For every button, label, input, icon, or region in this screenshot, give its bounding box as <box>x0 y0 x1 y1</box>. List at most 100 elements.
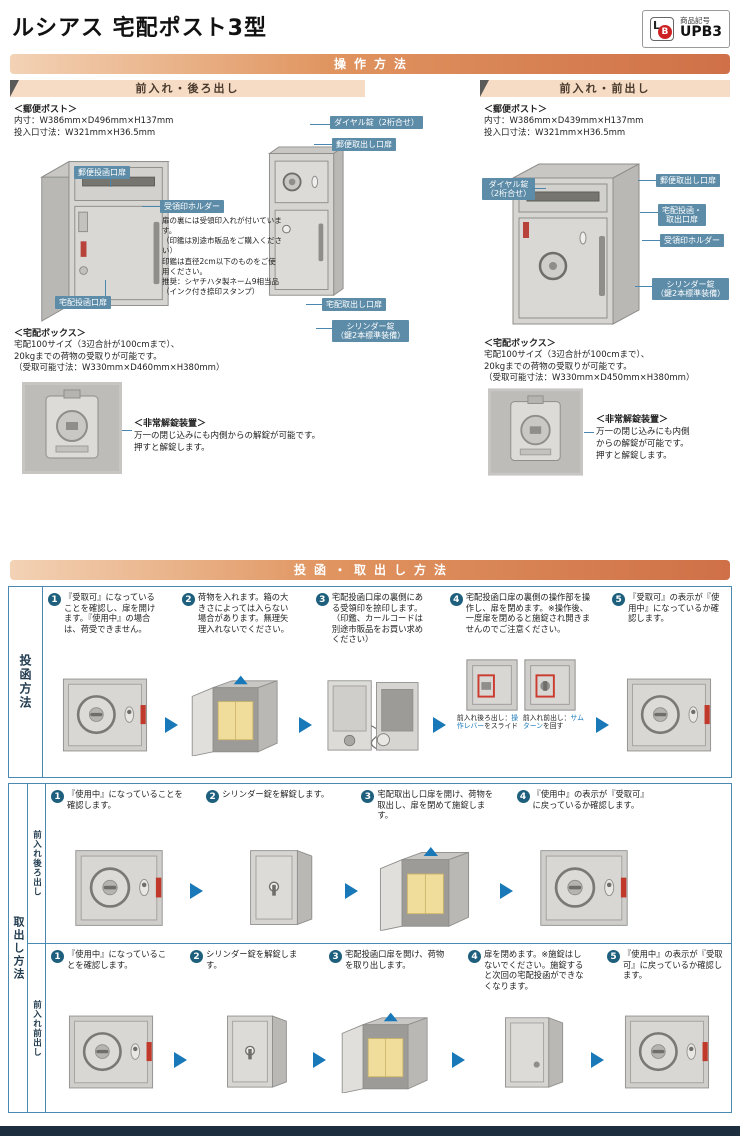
illustration-dial-panel <box>615 1010 719 1094</box>
illustration-dial-panel <box>59 1010 163 1094</box>
illustration-operation-parts <box>458 656 584 714</box>
cylinder-label-line2: （鍵2本標準装備） <box>656 289 726 299</box>
callout-mail-takeout-door: 郵便取出し口扉 <box>332 138 396 151</box>
leader-line <box>310 124 330 125</box>
arrow-right-icon <box>173 1052 187 1068</box>
leader-line <box>532 188 546 189</box>
leader-line <box>584 432 594 433</box>
row-spacer <box>654 789 728 939</box>
mail-post-inner-size: 内寸：W386mm×D439mm×H137mm <box>484 116 644 127</box>
callout-parcel-drop-takeout-door: 宅配投函・ 取出口扉 <box>658 204 706 227</box>
emergency-unlock-note: ＜非常解錠装置＞ 万一の閉じ込みにも内側からの解錠が可能です。 押すと解錠します… <box>134 418 320 455</box>
section-banner-operation: 操作方法 <box>10 54 730 74</box>
step-text: 『受取可』の表示が『使用中』になっているか確認します。 <box>628 592 720 624</box>
parcel-box-spec-line: （受取可能寸法：W330mm×D450mm×H380mm） <box>484 373 695 384</box>
step-text: シリンダー錠を解錠します。 <box>222 789 330 799</box>
emergency-heading: ＜非常解錠装置＞ <box>134 419 207 429</box>
arrow-right-icon <box>451 1052 465 1068</box>
parcel-box-spec: ＜宅配ボックス＞ 宅配100サイズ（3辺合計が100cmまで）、 20kgまでの… <box>484 338 694 385</box>
emergency-line: 万一の閉じ込みにも内側からの解錠が可能です。 <box>134 430 321 441</box>
takeout-rear-row: 前入れ後ろ出し 1 『使用中』になっていることを確認します。 <box>28 784 731 944</box>
sub-label-front-out: 前入れ前出し <box>28 944 46 1112</box>
parcel-door-line2: 取出口扉 <box>666 215 698 225</box>
parcel-box-spec-line: 20kgまでの荷物の受取りが可能です。 <box>484 361 632 372</box>
operation-parts-detail: 前入れ後ろ出し：操作レバーをスライド 前入れ前出し：サムターンを回す <box>450 654 592 731</box>
step-3: 3 宅配取出し口扉を開け、荷物を取出し、扉を閉めて施錠します。 <box>359 789 498 939</box>
column-header-front-out: 前入れ・前出し <box>480 80 730 97</box>
step-text: 『使用中』になっていることを確認します。 <box>67 789 183 810</box>
step-2: 2 荷物を入れます。箱の大きさによっては入らない場合があります。無理矢理入れない… <box>180 592 298 773</box>
step-text: シリンダー錠を解錠します。 <box>206 949 298 970</box>
leader-line <box>314 144 332 145</box>
step-2: 2 シリンダー錠を解錠します。 <box>188 949 311 1108</box>
step-text: 宅配取出し口扉を開け、荷物を取出し、扉を閉めて施錠します。 <box>377 789 494 821</box>
emergency-line: 押すと解錠します。 <box>134 442 210 453</box>
leader-line <box>316 328 332 329</box>
mail-post-slot-size: 投入口寸法：W321mm×H36.5mm <box>484 127 626 138</box>
illustration-dial-panel <box>617 673 721 757</box>
step-arrow-cell <box>499 789 515 939</box>
parcel-box-spec-line: 宅配100サイズ（3辺合計が100cmまで）、 <box>14 340 180 351</box>
parcel-box-spec-heading: ＜宅配ボックス＞ <box>14 329 86 339</box>
product-badge: L B 商品記号 UPB3 <box>641 10 730 48</box>
step-number: 2 <box>190 950 203 963</box>
arrow-right-icon <box>189 883 203 899</box>
step-text: 『使用中』の表示が『受取可』に戻っているか確認します。 <box>532 789 649 810</box>
mail-post-spec: ＜郵便ポスト＞ 内寸：W386mm×D496mm×H137mm 投入口寸法：W3… <box>14 104 173 139</box>
parcel-door-line1: 宅配投函・ <box>662 205 702 215</box>
column-header-rear-out: 前入れ・後ろ出し <box>10 80 365 97</box>
cylinder-label-line2: （鍵2本標準装備） <box>336 331 406 341</box>
step-arrow-cell <box>594 592 610 773</box>
step-text: 宅配投函口扉の裏側にある受領印を捺印します。（印鑑、カールコードは別途市販品をお… <box>331 592 424 645</box>
footer-bar <box>0 1126 740 1136</box>
step-5: 5 『受取可』の表示が『使用中』になっているか確認します。 <box>610 592 728 773</box>
step-number: 1 <box>48 593 61 606</box>
illustration-closed-box <box>476 1010 580 1094</box>
leader-line <box>110 179 111 187</box>
illustration-dial-panel <box>530 845 638 931</box>
usage-section: 投函方法 1 『受取可』になっていることを確認し、扉を開けます。『使用中』の場合… <box>8 586 732 1113</box>
arrow-right-icon <box>433 717 447 733</box>
step-arrow-cell <box>450 949 466 1108</box>
step-arrow-cell <box>172 949 188 1108</box>
callout-mail-slot-door: 郵便投函口扉 <box>74 166 130 179</box>
step-arrow-cell <box>311 949 327 1108</box>
caption-front-out: 前入れ前出し：サムターンを回す <box>522 714 584 731</box>
step-1: 1 『受取可』になっていることを確認し、扉を開けます。『使用中』の場合は、荷受で… <box>46 592 164 773</box>
front-out-steps: 1 『使用中』になっていることを確認します。 2 シリンダー錠を解錠します。 <box>46 944 731 1112</box>
step-4: 4 宅配投函口扉の裏側の操作部を操作し、扉を閉めます。※操作後、一度扉を閉めると… <box>448 592 594 773</box>
mail-post-inner-size: 内寸：W386mm×D496mm×H137mm <box>14 116 174 127</box>
illustration-open-box <box>187 673 291 757</box>
step-number: 5 <box>612 593 626 606</box>
column-front-in-front-out: 前入れ・前出し ＜郵便ポスト＞ 内寸：W386mm×D439mm×H137mm … <box>480 80 730 550</box>
step-text: 宅配投函口扉の裏側の操作部を操作し、扉を閉めます。※操作後、一度扉を閉めると施錠… <box>465 592 591 634</box>
step-arrow-cell <box>164 592 180 773</box>
step-number: 3 <box>329 950 342 963</box>
leader-line <box>635 286 652 287</box>
step-1: 1 『使用中』になっていることを確認します。 <box>49 949 172 1108</box>
arrow-right-icon <box>590 1052 604 1068</box>
leader-line <box>640 212 658 213</box>
step-text: 扉を閉めます。※施錠はしないでください。施錠すると次回の宅配投函ができなくなりま… <box>484 949 584 991</box>
cylinder-label-line1: シリンダー錠 <box>666 279 715 289</box>
brand-logo-icon: L B <box>649 17 674 41</box>
step-number: 5 <box>607 950 620 963</box>
step-number: 4 <box>468 950 481 963</box>
step-text: 『受取可』になっていることを確認し、扉を開けます。『使用中』の場合は、荷受できま… <box>64 592 156 634</box>
stamp-note-line: （印鑑は別途市販品をご購入ください） <box>162 236 282 256</box>
emergency-unlock-photo <box>488 388 583 476</box>
product-code-block: 商品記号 UPB3 <box>680 16 722 41</box>
brand-logo-l: L <box>652 19 660 32</box>
rear-out-steps: 1 『使用中』になっていることを確認します。 2 シリンダー錠を解錠します。 <box>46 784 731 943</box>
illustration-cylinder-lock <box>198 1010 302 1094</box>
illustration-door-inside <box>321 673 425 757</box>
step-text: 『使用中』になっていることを確認します。 <box>67 949 167 970</box>
leader-line <box>638 180 656 181</box>
step-text: 『使用中』の表示が『受取可』に戻っているか確認します。 <box>623 949 723 981</box>
stamp-holder-note: 扉の裏には受領印入れが付いています。 （印鑑は別途市販品をご購入ください） 印鑑… <box>162 216 282 297</box>
callout-cylinder-lock: シリンダー錠 （鍵2本標準装備） <box>332 320 410 343</box>
step-number: 2 <box>181 593 195 606</box>
mail-post-spec-heading: ＜郵便ポスト＞ <box>484 105 548 115</box>
emergency-line: からの解錠が可能です。 <box>596 438 689 449</box>
